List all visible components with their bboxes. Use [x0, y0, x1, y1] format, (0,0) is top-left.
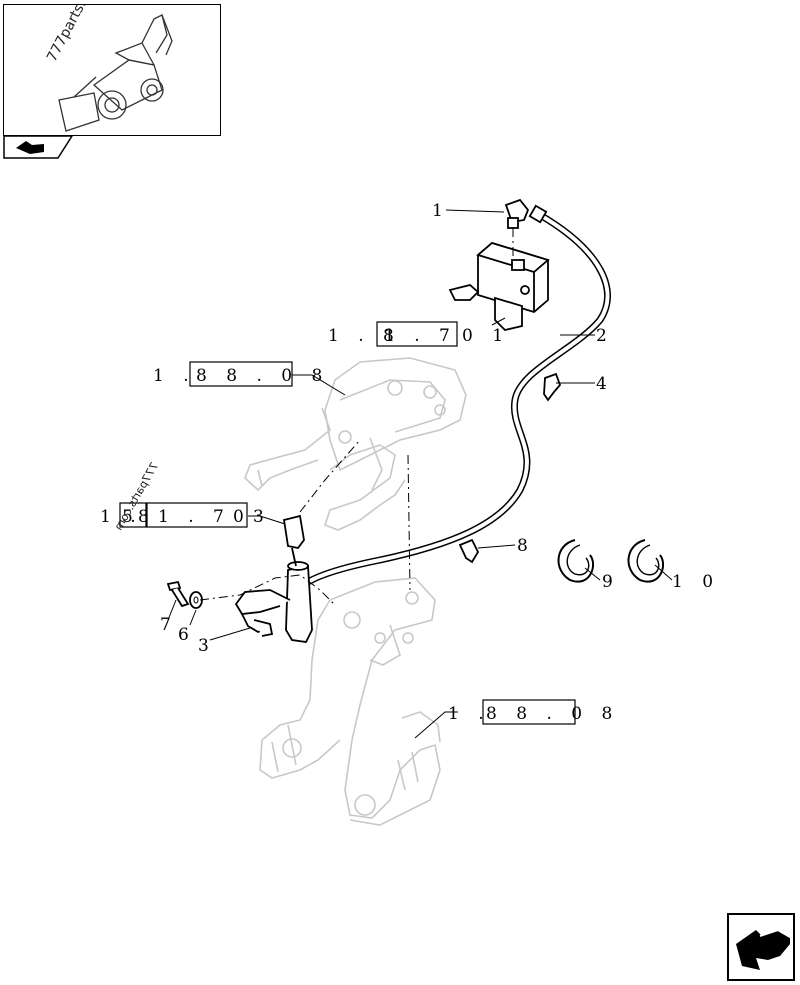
callout-10: 1 0	[672, 572, 720, 592]
ghost-arm-bracket	[244, 357, 467, 531]
ref-1-58-1-7-03[interactable]: 1 . 5 8 1 . 7 0 3	[100, 502, 264, 528]
clip-8	[458, 538, 480, 564]
callout-3-upper: 3	[253, 507, 264, 527]
cylinder-assembly	[234, 514, 313, 643]
svg-text:1 .: 1 .	[153, 366, 196, 386]
ref-1-88-08-lower[interactable]: 1 . 8 8 . 0 8	[448, 699, 619, 725]
callout-3-lower: 3	[198, 636, 209, 656]
ref-1-8-1-7-01[interactable]: 1 . 8 1 . 7 0 1	[328, 321, 510, 347]
hose-clip	[543, 372, 562, 402]
hydraulic-hose	[306, 204, 611, 586]
nav-arrow-icon[interactable]	[3, 135, 74, 159]
hose-clamp-9	[557, 539, 595, 583]
svg-text:0: 0	[233, 507, 251, 527]
thumbnail-frame: 777parts.com	[3, 4, 221, 136]
callout-7: 7	[160, 615, 171, 635]
callout-2: 2	[596, 326, 607, 346]
callout-9: 9	[602, 572, 613, 592]
svg-text:8: 8	[138, 507, 156, 527]
svg-text:1 .: 1 .	[448, 704, 491, 724]
bolt	[166, 580, 190, 608]
callout-1: 1	[432, 201, 443, 221]
axis-line-3	[407, 454, 411, 591]
ghost-swing-frame	[259, 577, 441, 826]
axis-line-4	[199, 574, 336, 606]
backhoe-loader-thumbnail	[58, 14, 173, 132]
svg-text:5: 5	[122, 507, 140, 527]
svg-text:0 1: 0 1	[462, 326, 510, 346]
hose-clamp-10	[627, 539, 665, 583]
valve-block	[448, 241, 550, 331]
callout-4: 4	[596, 374, 607, 394]
callout-8: 8	[517, 536, 528, 556]
ref-1-88-08-upper[interactable]: 1 . 8 8 . 0 8	[153, 361, 329, 387]
svg-text:8 8 . 0 8: 8 8 . 0 8	[196, 366, 329, 386]
svg-text:8 8 . 0 8: 8 8 . 0 8	[486, 704, 619, 724]
elbow-fitting	[504, 198, 530, 229]
callout-6: 6	[178, 625, 189, 645]
svg-text:1 .: 1 .	[100, 507, 143, 527]
next-page-icon[interactable]	[727, 913, 795, 981]
axis-line-2	[299, 439, 361, 513]
svg-text:1 . 7: 1 . 7	[384, 326, 457, 346]
svg-text:1 . 7: 1 . 7	[158, 507, 231, 527]
